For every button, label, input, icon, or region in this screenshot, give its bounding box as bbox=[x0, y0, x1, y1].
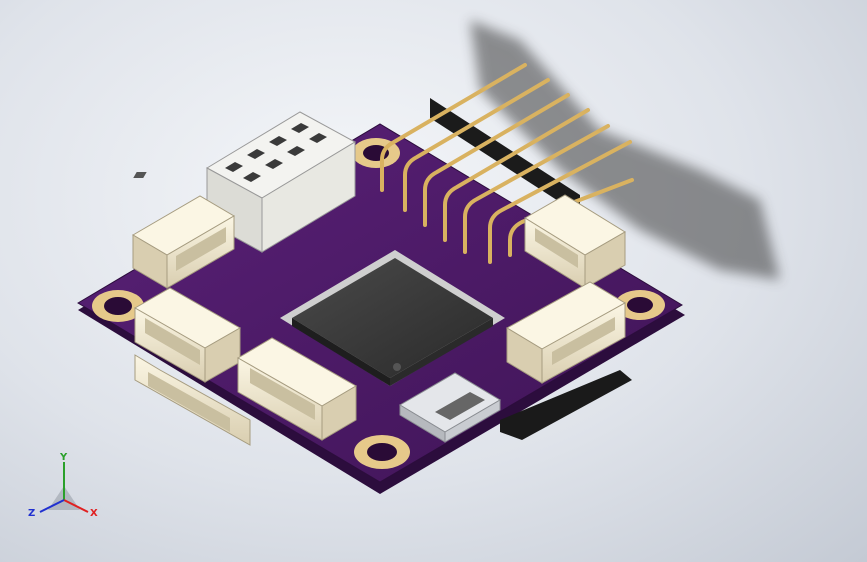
mounting-hole-left bbox=[92, 290, 144, 322]
sd-card-slot bbox=[500, 370, 632, 440]
jst-connector-bottom-left bbox=[237, 337, 357, 441]
z-axis-line bbox=[39, 499, 65, 513]
y-axis-label: Y bbox=[59, 452, 68, 463]
mounting-hole-right bbox=[615, 290, 665, 320]
micro-usb-connector bbox=[399, 372, 501, 443]
jst-connector-top-right bbox=[524, 194, 626, 289]
mcu-chip bbox=[280, 250, 505, 386]
x-axis-label: X bbox=[90, 508, 98, 519]
jst-connector-right bbox=[505, 281, 627, 384]
x-axis-line bbox=[63, 499, 89, 513]
jst-connector-top-left bbox=[132, 195, 235, 289]
jst-connector-left-lower bbox=[134, 354, 251, 446]
pin-shadow bbox=[470, 20, 780, 280]
z-axis-label: Z bbox=[28, 508, 35, 519]
axis-triad: Y X Z bbox=[28, 452, 98, 519]
jst-connector-left-upper bbox=[133, 287, 242, 383]
male-pin-header-right-angle bbox=[380, 63, 634, 264]
mounting-hole-bottom bbox=[354, 435, 410, 469]
female-pin-header bbox=[133, 111, 357, 253]
